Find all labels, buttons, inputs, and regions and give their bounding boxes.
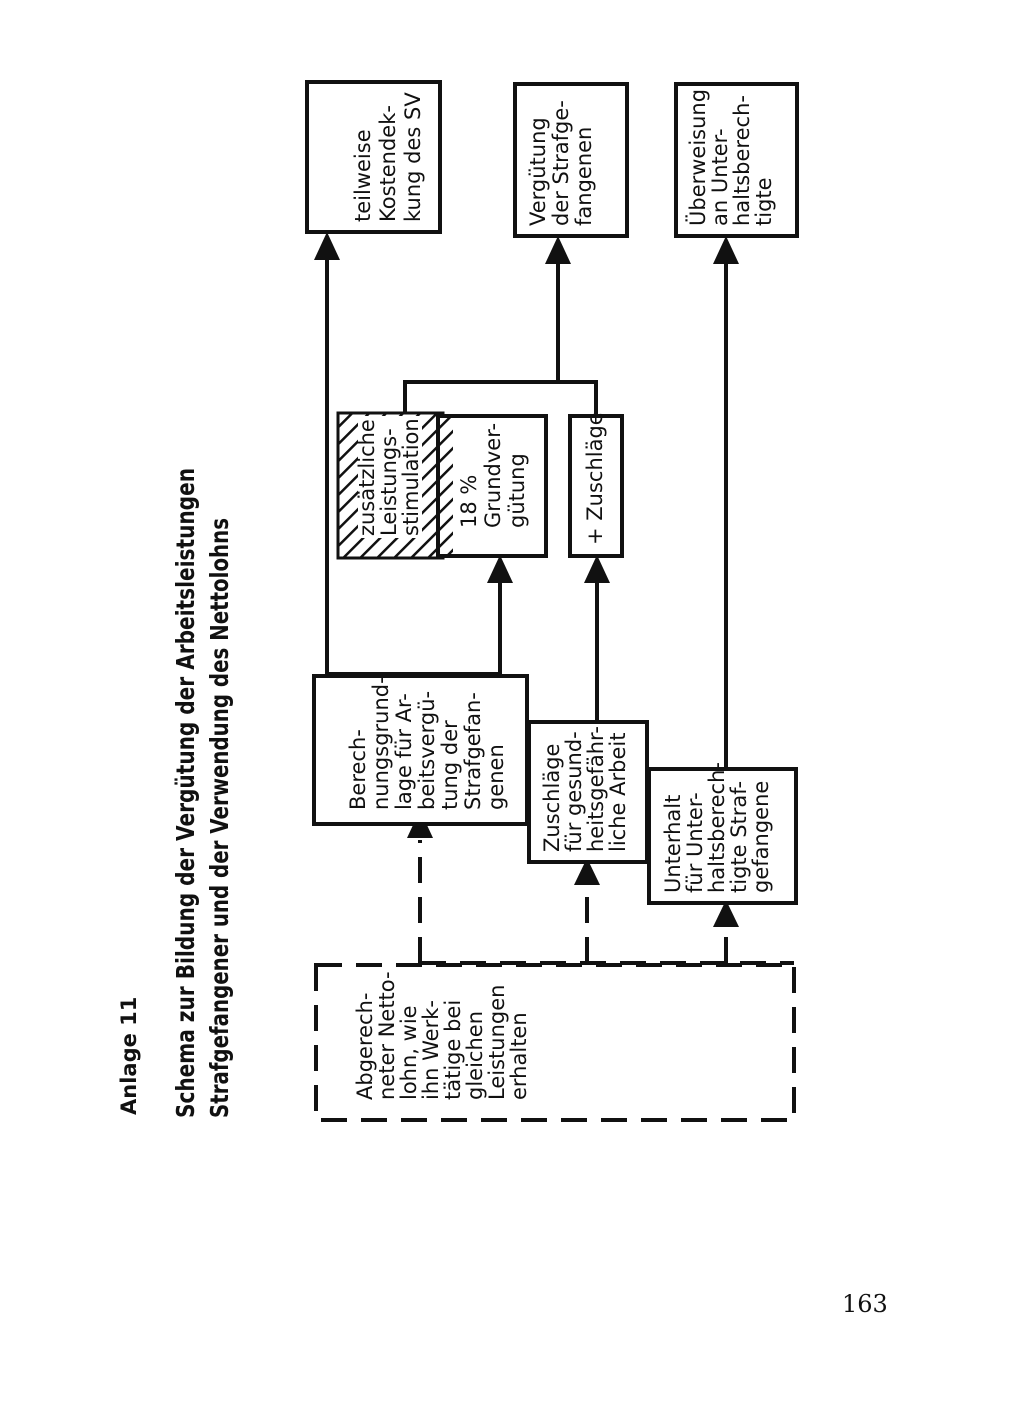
box-label-line: Strafgefan- [461, 692, 485, 810]
box-label-line: beitsvergü- [415, 691, 439, 810]
box-remuneration [513, 82, 629, 238]
box-label-line: haltsberech- [705, 762, 729, 893]
anlage-label: Anlage 11 [117, 997, 141, 1115]
box-label-line: für gesund- [562, 731, 586, 852]
box-label-line: 18 % [457, 475, 481, 528]
box-additional-stimulation-label-bg [358, 416, 422, 538]
box-label-line: ihn Werk- [419, 1000, 443, 1100]
box-label-line: tätige bei [441, 1000, 465, 1100]
box-label-line: Kostendek- [376, 105, 400, 222]
diagram-title-line2: Strafgefangener und der Verwendung des N… [205, 518, 234, 1118]
box-base-pay-label: 18 %Grundver-gütung [457, 423, 529, 528]
page-number: 163 [842, 1290, 888, 1318]
box-label-line: Leistungs- [377, 428, 401, 536]
box-label-line: zusätzliche [355, 419, 379, 536]
box-label-line: fangenen [572, 127, 596, 226]
box-plus-surcharges-label: + Zuschläge [583, 412, 607, 545]
box-label-line: gleichen [463, 1011, 487, 1100]
bracket-combine [403, 380, 598, 416]
box-label-line: Grundver- [481, 423, 505, 528]
box-maintenance [647, 767, 798, 905]
box-label-line: haltsberech- [730, 95, 754, 226]
box-label-line: gütung [505, 453, 529, 528]
arrowhead-cost-coverage [314, 232, 340, 260]
box-label-line: Unterhalt [661, 795, 685, 893]
arrowhead-hazard [574, 858, 600, 885]
box-base-pay [436, 414, 548, 558]
box-label-line: nungsgrund- [369, 676, 393, 810]
box-label-line: tung der [438, 720, 462, 810]
box-base-pay-hatch-strip [440, 418, 453, 554]
box-calculation-basis [312, 674, 529, 826]
arrowhead-bank-transfer [713, 236, 739, 264]
box-label-line: Abgerech- [353, 993, 377, 1100]
box-label-line: heitsgefähr- [584, 726, 608, 852]
box-label-line: stimulation [399, 418, 423, 536]
box-label-line: lage für Ar- [392, 693, 416, 810]
box-label-line: liche Arbeit [606, 733, 630, 852]
box-bank-transfer [674, 82, 799, 238]
box-label-line: teilweise [351, 129, 375, 222]
box-label-line: Berech- [346, 729, 370, 810]
box-label-line: genen [484, 744, 508, 810]
box-label-line: der Strafge- [549, 100, 573, 226]
box-calculation-basis-label: Berech-nungsgrund-lage für Ar-beitsvergü… [346, 676, 508, 810]
diagram-title-line1: Schema zur Bildung der Vergütung der Arb… [171, 468, 200, 1118]
box-label-line: erhalten [507, 1012, 531, 1100]
box-label-line: neter Netto- [375, 971, 399, 1100]
arrowhead-remuneration [545, 236, 571, 264]
arrowhead-base-pay [487, 555, 513, 583]
box-label-line: lohn, wie [397, 1005, 421, 1100]
box-label-line: für Unter- [683, 792, 707, 893]
box-label-line: Überweisung [685, 89, 710, 226]
box-label-line: Leistungen [485, 985, 509, 1100]
arrowhead-plus-surcharges [584, 555, 610, 583]
box-label-line: Zuschläge [540, 744, 564, 852]
box-label-line: Vergütung [526, 117, 550, 226]
box-label-line: tigte [752, 177, 776, 226]
box-cost-coverage [305, 80, 442, 234]
box-label-line: kung des SV [401, 92, 425, 222]
arrowhead-maintenance [713, 900, 739, 927]
box-label-line: + Zuschläge [583, 412, 607, 545]
box-label-line: an Unter- [708, 128, 732, 226]
box-label-line: gefangene [749, 781, 773, 893]
box-label-line: tigte Straf- [727, 781, 751, 893]
line-to-base-pay [327, 570, 502, 676]
